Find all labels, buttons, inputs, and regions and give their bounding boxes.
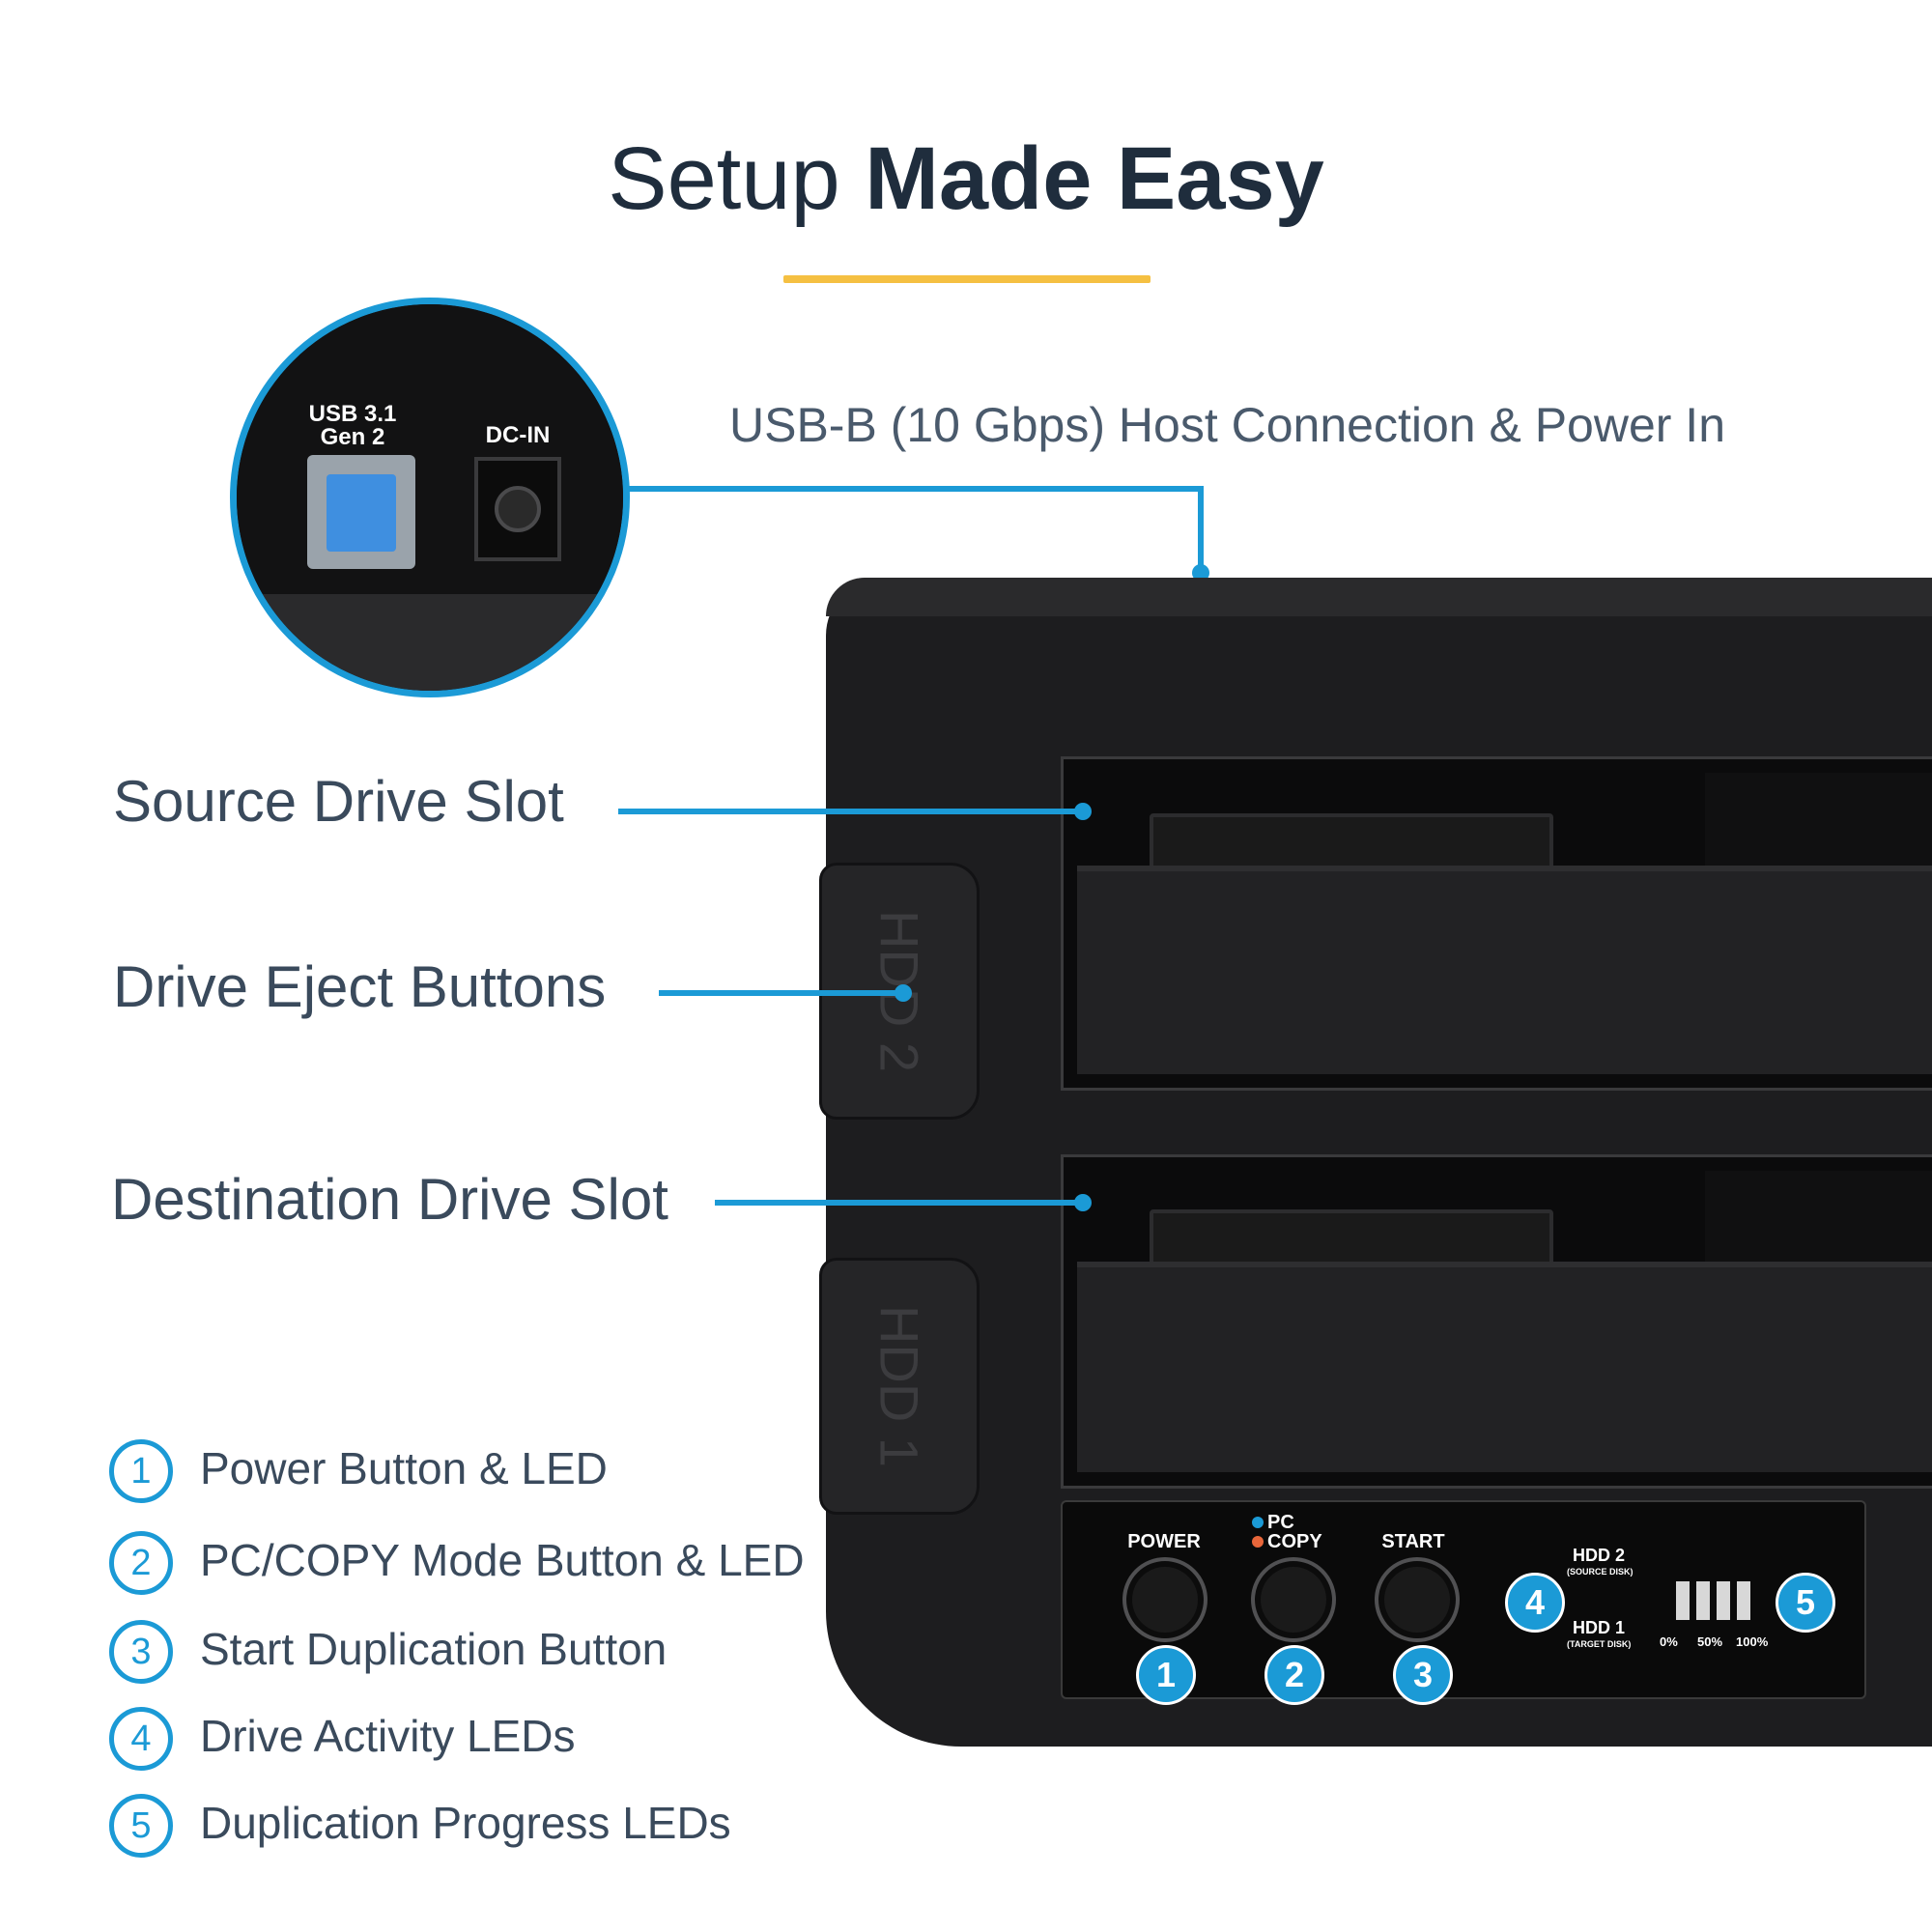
destination-drive-tray xyxy=(1077,1262,1932,1472)
feature-5-number: 5 xyxy=(109,1794,173,1858)
source-sata-connector xyxy=(1150,813,1553,869)
feature-5-text: Duplication Progress LEDs xyxy=(200,1798,731,1848)
pc-label-text: PC xyxy=(1267,1512,1294,1533)
feature-1-text: Power Button & LED xyxy=(200,1443,608,1493)
zoom-panel-base xyxy=(237,594,623,691)
title-bold: Made Easy xyxy=(865,129,1324,228)
usb-b-port[interactable] xyxy=(307,455,415,569)
progress-led-3 xyxy=(1717,1581,1730,1620)
zoom-panel-face xyxy=(237,304,623,594)
progress-led-2 xyxy=(1696,1581,1710,1620)
title-underline xyxy=(783,275,1151,283)
feature-4-number: 4 xyxy=(109,1707,173,1771)
eject-hdd1-label: HDD 1 xyxy=(868,1304,930,1468)
usb-port-insert-icon xyxy=(327,474,396,552)
feature-4-text: Drive Activity LEDs xyxy=(200,1711,576,1761)
copy-label-text: COPY xyxy=(1267,1531,1322,1552)
usb-callout-label: USB-B (10 Gbps) Host Connection & Power … xyxy=(729,398,1726,452)
destination-slot-callout-label: Destination Drive Slot xyxy=(111,1167,668,1232)
source-slot-notch xyxy=(1705,773,1932,869)
hdd1-led-label: HDD 1 xyxy=(1573,1618,1626,1637)
eject-callout-label: Drive Eject Buttons xyxy=(113,954,607,1019)
copy-led-icon xyxy=(1252,1536,1264,1548)
feature-3-number: 3 xyxy=(109,1620,173,1684)
source-drive-tray xyxy=(1077,866,1932,1074)
power-button[interactable] xyxy=(1122,1557,1208,1642)
progress-100-label: 100% xyxy=(1736,1634,1769,1649)
feature-2-text: PC/COPY Mode Button & LED xyxy=(200,1535,805,1585)
source-callout-line xyxy=(618,809,1082,814)
destination-sata-connector xyxy=(1150,1209,1553,1265)
pc-copy-mode-button[interactable] xyxy=(1251,1557,1336,1642)
start-label: START xyxy=(1381,1531,1445,1552)
source-callout-dot xyxy=(1074,803,1092,820)
feature-3-text: Start Duplication Button xyxy=(200,1624,668,1674)
pc-led-icon xyxy=(1252,1517,1264,1528)
hdd2-led-label: HDD 2 xyxy=(1573,1546,1626,1565)
badge-2: 2 xyxy=(1264,1645,1324,1705)
copy-mode-label: COPY xyxy=(1252,1531,1322,1553)
dc-in-label: DC-IN xyxy=(485,422,551,448)
eject-button-hdd1[interactable]: HDD 1 xyxy=(819,1258,980,1515)
power-label: POWER xyxy=(1127,1531,1201,1552)
eject-callout-line xyxy=(659,990,900,996)
feature-1-number: 1 xyxy=(109,1439,173,1503)
destination-callout-dot xyxy=(1074,1194,1092,1211)
dc-jack-icon xyxy=(495,486,541,532)
hdd1-led-sublabel: (TARGET DISK) xyxy=(1567,1639,1632,1649)
usb-callout-line xyxy=(618,486,1204,492)
progress-50-label: 50% xyxy=(1697,1634,1723,1649)
badge-5: 5 xyxy=(1776,1573,1835,1633)
badge-4: 4 xyxy=(1505,1573,1565,1633)
progress-led-4 xyxy=(1737,1581,1750,1620)
usb-callout-line-vertical xyxy=(1198,486,1204,573)
dc-in-port[interactable] xyxy=(474,457,561,561)
progress-0-label: 0% xyxy=(1660,1634,1678,1649)
destination-slot-notch xyxy=(1705,1171,1932,1267)
usb-label-line-1: USB 3.1 xyxy=(308,401,397,427)
badge-1: 1 xyxy=(1136,1645,1196,1705)
usb-label-line-2: Gen 2 xyxy=(320,424,385,450)
pc-mode-label: PC xyxy=(1252,1512,1294,1534)
destination-callout-line xyxy=(715,1200,1082,1206)
eject-callout-dot xyxy=(895,984,912,1002)
progress-led-1 xyxy=(1676,1581,1690,1620)
start-duplication-button[interactable] xyxy=(1375,1557,1460,1642)
feature-2-number: 2 xyxy=(109,1531,173,1595)
source-slot-callout-label: Source Drive Slot xyxy=(113,769,564,834)
usb-callout-dot xyxy=(1192,564,1209,582)
dock-top-edge xyxy=(826,578,1932,616)
badge-3: 3 xyxy=(1393,1645,1453,1705)
title-light: Setup xyxy=(608,129,866,228)
page-title: Setup Made Easy xyxy=(0,129,1932,228)
hdd2-led-sublabel: (SOURCE DISK) xyxy=(1567,1567,1634,1577)
